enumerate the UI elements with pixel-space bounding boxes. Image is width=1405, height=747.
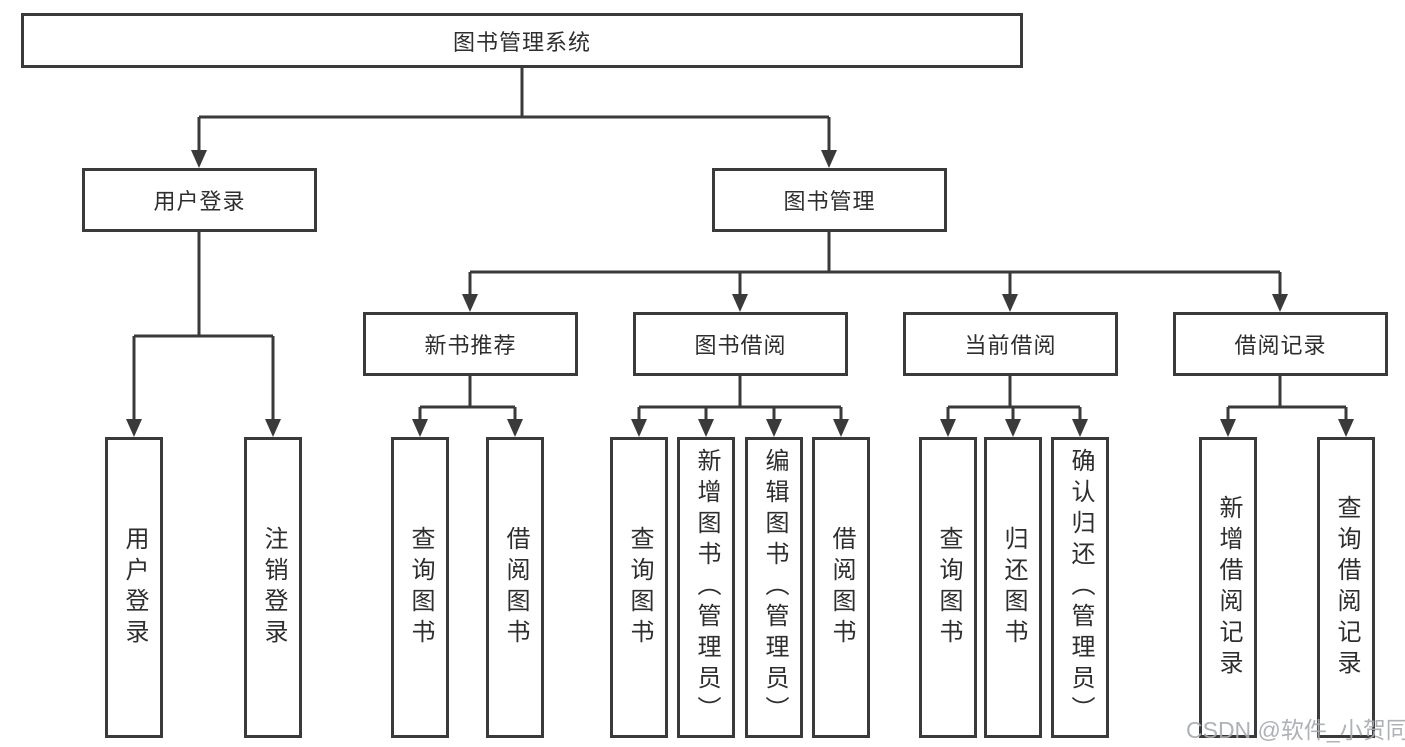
root-box-system: 图书管理系统	[21, 13, 1023, 68]
leaf-box-add-borrow-record: 新增借阅记录	[1199, 437, 1257, 738]
branch-box-book-management: 图书管理	[712, 168, 947, 232]
branch-box-borrow-records: 借阅记录	[1173, 312, 1388, 376]
branch-box-current-borrow: 当前借阅	[903, 312, 1118, 376]
branch-box-user-login: 用户登录	[82, 168, 317, 232]
leaf-box-confirm-return-admin: 确认归还（管理员）	[1051, 437, 1109, 738]
leaf-box-query-borrow-record: 查询借阅记录	[1317, 437, 1375, 738]
leaf-box-user-login: 用户登录	[105, 437, 163, 738]
leaf-box-logout: 注销登录	[244, 437, 302, 738]
leaf-box-return-books: 归还图书	[984, 437, 1042, 738]
csdn-watermark: CSDN @软件_小贺同学	[1186, 717, 1405, 743]
leaf-box-borrow-books-recommend: 借阅图书	[486, 437, 544, 738]
leaf-box-query-books-borrow: 查询图书	[610, 437, 668, 738]
arrowhead-icons	[126, 150, 1354, 437]
branch-box-book-borrow: 图书借阅	[633, 312, 848, 376]
leaf-box-edit-books-admin: 编辑图书（管理员）	[745, 437, 803, 738]
leaf-box-query-books-current: 查询图书	[919, 437, 977, 738]
leaf-box-query-books-recommend: 查询图书	[391, 437, 449, 738]
leaf-box-add-books-admin: 新增图书（管理员）	[677, 437, 735, 738]
branch-box-new-book-recommend: 新书推荐	[363, 312, 578, 376]
leaf-box-borrow-books: 借阅图书	[812, 437, 870, 738]
